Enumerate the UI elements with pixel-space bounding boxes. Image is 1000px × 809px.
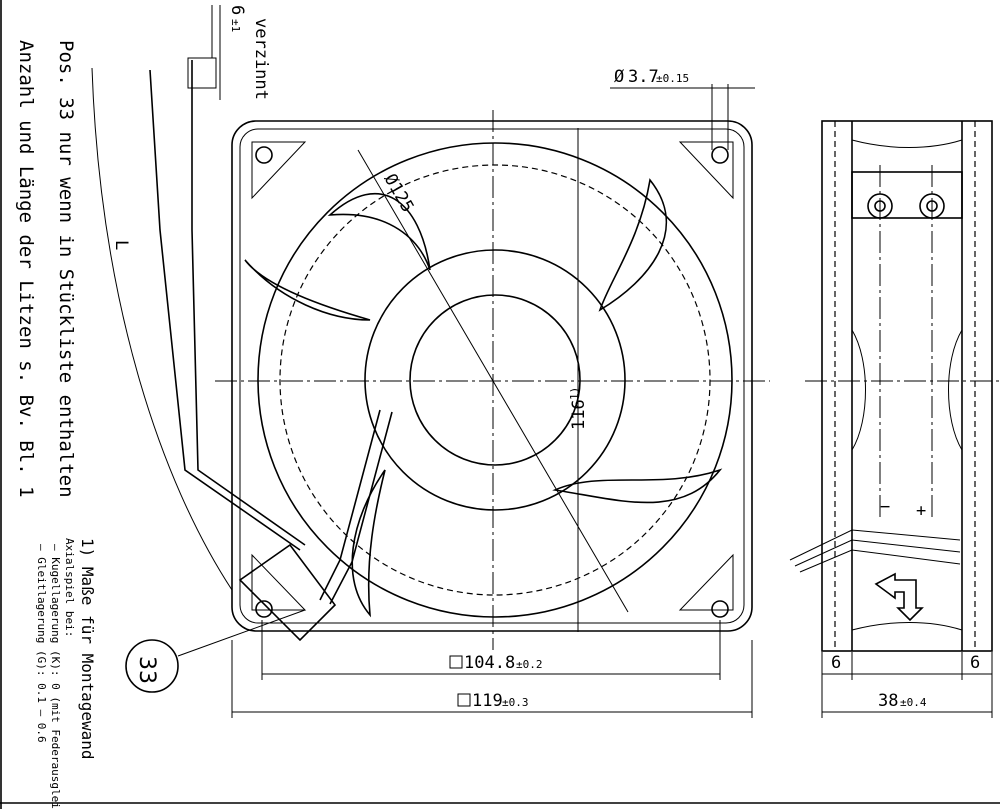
mounting-hole-br: [711, 600, 729, 618]
depth-tol: ±0.4: [900, 696, 927, 709]
dia125-label: Ø125: [380, 171, 418, 216]
depth-value: 38: [878, 691, 898, 711]
fan-frame-outline: [231, 120, 753, 632]
wire-strip-tol: ±1: [229, 19, 242, 32]
side-venturi-bottom: [851, 622, 963, 631]
airflow-arrow: [874, 572, 924, 622]
mount-square-tol: ±0.2: [516, 658, 543, 671]
corner-pocket-tl: [251, 141, 307, 200]
blade-tip-circle: [279, 164, 711, 596]
lead-wire-2: [191, 60, 306, 546]
dim116-label: 116: [569, 399, 589, 430]
side-profile-right: [948, 329, 963, 451]
footnote-sleeve-bearing: – Gleitlagerung (G): 0.1 – 0.6: [35, 544, 48, 743]
footnotes-block: 1) Maße für Montagewand Axialspiel bei: …: [35, 538, 97, 809]
hub-outer: [364, 249, 626, 511]
polarity-plus: +: [916, 501, 926, 521]
venturi-ring: [257, 142, 733, 618]
front-view: Ø125 116 1) Ø 3.7 ±0.15 104.8 ±0.2 119 ±…: [91, 5, 770, 718]
dim116-footnote-ref: 1): [568, 387, 581, 400]
mount-square-value: 104.8: [464, 653, 515, 673]
fan-blade-2: [598, 178, 668, 312]
side-view: − + 6 6 38 ±0.4: [789, 120, 1000, 718]
hub-inner: [409, 294, 581, 466]
notes-block: Pos. 33 nur wenn in Stückliste enthalten…: [15, 40, 77, 498]
polarity-minus: −: [880, 497, 890, 517]
footnote-ball-bearing: – Kugellagerung (K): 0 (mit Federausglei…: [49, 544, 62, 809]
wire-strut: [319, 409, 381, 601]
fan-blade-5: [244, 259, 371, 321]
mounting-hole-tl: [255, 146, 273, 164]
wire-tinned-end: [187, 57, 217, 89]
side-profile-left: [851, 329, 866, 451]
wire-strip-value: 6: [227, 5, 247, 15]
balloon-number: 33: [134, 656, 159, 684]
fan-blade-3: [552, 468, 723, 504]
side-venturi-top: [851, 139, 963, 148]
hole-dia-prefix: Ø: [614, 67, 624, 87]
tinned-label: verzinnt: [251, 18, 271, 100]
side-lead-wires: [789, 529, 961, 573]
square-symbol-outer: [457, 693, 471, 707]
fan-blade-4: [351, 469, 386, 618]
connector-body: [238, 543, 337, 642]
corner-pocket-tr: [678, 141, 734, 200]
side-flange-left-label: 6: [831, 653, 841, 673]
square-symbol-mount: [449, 655, 463, 669]
corner-pocket-bl: [251, 553, 307, 611]
wire-strut-2: [329, 411, 393, 605]
wire-length-label: L: [111, 240, 131, 250]
footnote-axial-play: Axialspiel bei:: [63, 538, 76, 637]
dia125-leader: [357, 149, 629, 613]
outer-square-value: 119: [472, 691, 503, 711]
fan-frame-inner: [239, 128, 745, 624]
fan-blade-1: [327, 193, 431, 271]
side-boss: [851, 171, 963, 219]
note-wire-count: Anzahl und Länge der Litzen s. Bv. Bl. 1: [15, 40, 37, 498]
corner-pocket-br: [678, 553, 734, 611]
mounting-hole-bl: [255, 600, 273, 618]
wire-length-arc: [91, 67, 233, 591]
footnote-mounting-wall: 1) Maße für Montagewand: [78, 538, 97, 760]
side-flange-right-label: 6: [970, 653, 980, 673]
balloon-leader: [177, 609, 306, 657]
side-body-outline: [821, 120, 993, 652]
mounting-hole-tr: [711, 146, 729, 164]
lead-wire-1: [149, 69, 301, 551]
note-pos33: Pos. 33 nur wenn in Stückliste enthalten: [55, 40, 77, 498]
outer-square-tol: ±0.3: [502, 696, 529, 709]
position-balloon: [125, 639, 179, 693]
hole-dia-value: 3.7: [628, 67, 659, 87]
hole-dia-tol: ±0.15: [656, 72, 689, 85]
